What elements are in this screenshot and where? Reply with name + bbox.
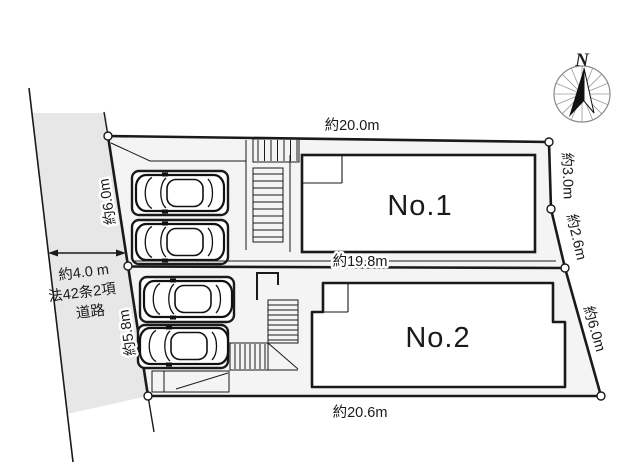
compass-needle (569, 67, 595, 117)
road-right-boundary-extension-bottom (147, 395, 155, 433)
parking-area (130, 169, 236, 370)
approach-no1 (110, 138, 300, 163)
car-icon (134, 171, 226, 215)
building-no2-label: No.2 (405, 322, 470, 354)
stairs-no2-lower-steps (234, 344, 266, 369)
dim-bottom-label: 約20.6m (333, 404, 388, 421)
building-no1: No.1 (300, 153, 537, 254)
road-surface (32, 113, 148, 414)
stairs-no2-steps (268, 304, 298, 341)
approach-no1-edge (110, 140, 247, 162)
vertex-marker (123, 261, 133, 271)
road-width-arrow (48, 249, 126, 257)
stairs-no1 (245, 155, 291, 252)
vertex-marker (143, 391, 153, 401)
road-area: 約4.0 m 法42条2項 道路 (28, 87, 155, 463)
car-icon (134, 220, 226, 264)
vertex-marker (560, 263, 570, 273)
boundary-vertex-markers (103, 131, 606, 401)
approach-no1-landing (252, 138, 300, 163)
car-icon (138, 324, 230, 368)
dim-right-middle-label: 約2.6m (563, 212, 590, 261)
plot-divider-line (127, 265, 567, 270)
approach-no1-hatch (257, 140, 298, 161)
entrance-steps-no2 (151, 370, 230, 393)
dim-right-upper-label: 約3.0m (558, 152, 577, 199)
road-left-boundary-line (28, 87, 74, 463)
vertex-marker (103, 131, 113, 141)
compass-north-label: N (574, 50, 590, 71)
compass: N (553, 50, 611, 123)
stairs-no2 (229, 272, 299, 371)
road-type-label: 道路 (75, 302, 106, 322)
building-no2: No.2 (310, 281, 567, 389)
vertex-marker (546, 204, 556, 214)
vertex-marker (544, 137, 554, 147)
dim-top-label: 約20.0m (325, 117, 380, 134)
road-width-label: 約4.0 m (57, 261, 109, 284)
vertex-marker (596, 391, 606, 401)
dim-middle-label: 約19.8m (333, 253, 388, 270)
building-no1-label: No.1 (387, 190, 452, 222)
stairs-no1-steps (253, 173, 283, 238)
car-icon (142, 277, 234, 321)
